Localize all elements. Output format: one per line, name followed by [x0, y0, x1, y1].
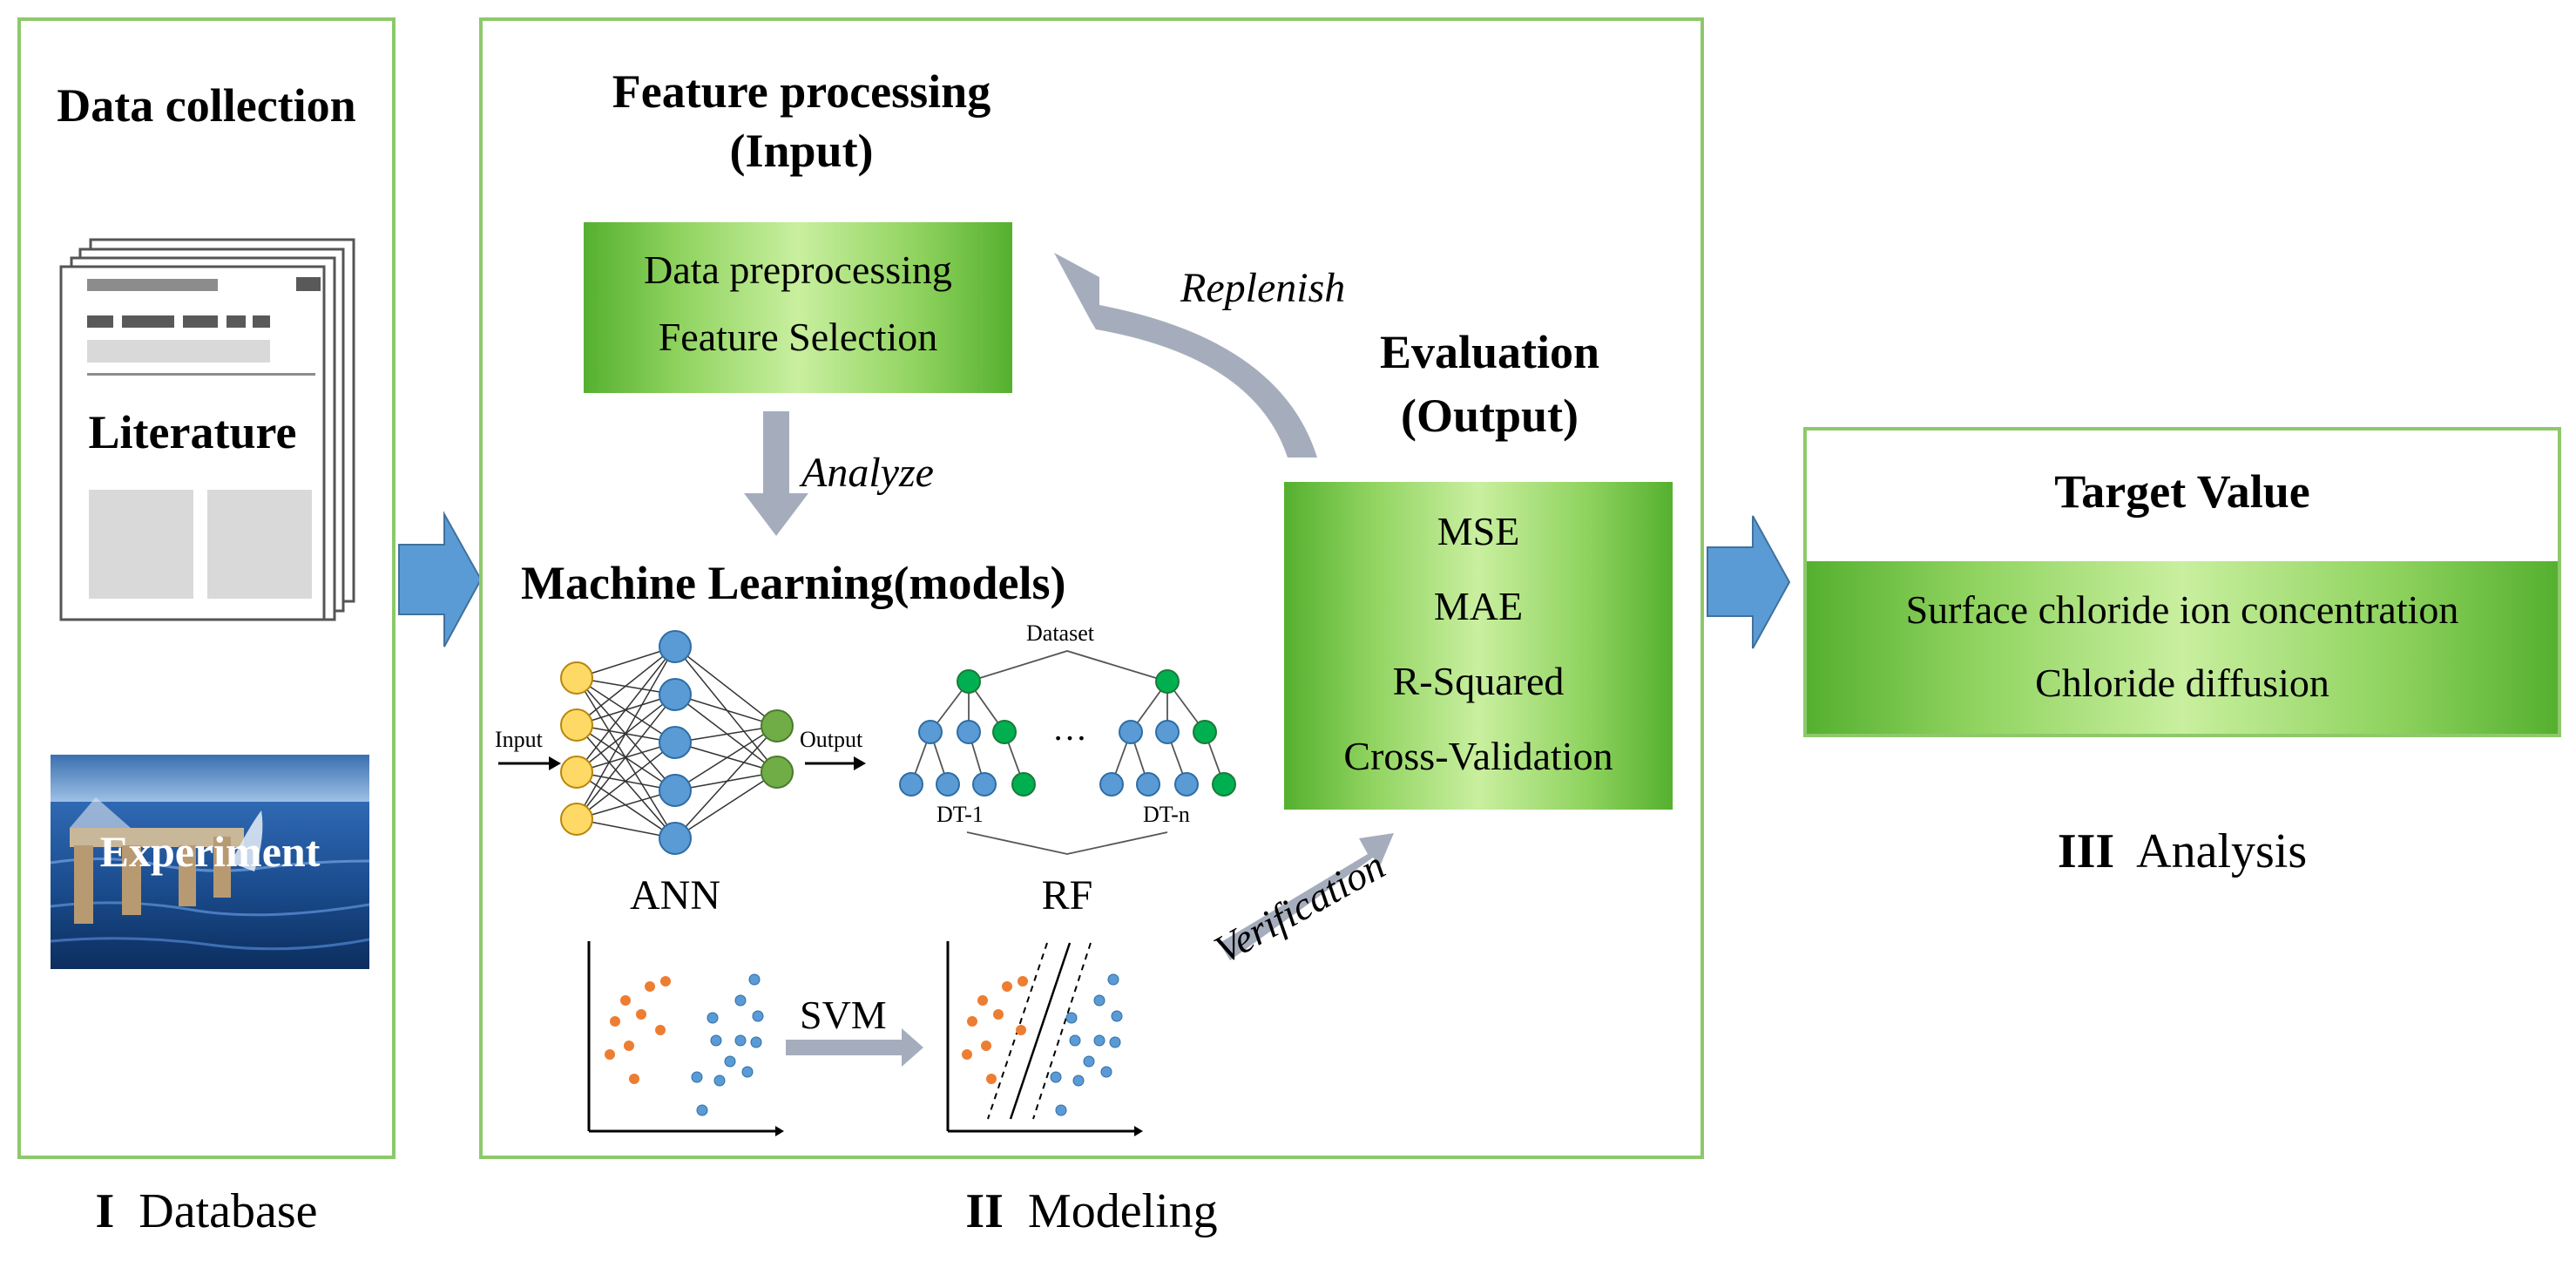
- ann-hidden-node: [659, 630, 692, 663]
- ann-edges-input-hidden: [576, 646, 676, 839]
- replenish-label: Replenish: [1180, 265, 1346, 311]
- rf-root-node: [1155, 669, 1180, 694]
- metric-r-squared: R-Squared: [1392, 659, 1565, 703]
- modeling-caption-numeral: II: [965, 1184, 1004, 1238]
- feature-heading-line2: (Input): [729, 124, 874, 177]
- ann-edges-hidden-output: [674, 646, 778, 839]
- target-line-surface-chloride: Surface chloride ion concentration: [1905, 587, 2459, 632]
- ann-output-label: Output: [800, 727, 863, 752]
- rf-node-blue: [957, 720, 981, 744]
- evaluation-heading: Evaluation (Output): [1281, 321, 1699, 448]
- ann-output-node: [761, 756, 794, 789]
- experiment-label: Experiment: [99, 827, 321, 876]
- evaluation-heading-line2: (Output): [1400, 389, 1579, 442]
- analyze-label: Analyze: [801, 450, 934, 496]
- rf-node-green: [992, 720, 1017, 744]
- rf-root-node: [957, 669, 981, 694]
- rf-leaf-blue: [1136, 772, 1160, 797]
- rf-ellipsis: …: [1052, 708, 1087, 748]
- ann-hidden-node: [659, 822, 692, 855]
- feature-heading-line1: Feature processing: [612, 65, 991, 118]
- rf-node-green: [1193, 720, 1217, 744]
- database-caption-numeral: I: [95, 1184, 115, 1238]
- target-value-box: Surface chloride ion concentration Chlor…: [1807, 561, 2558, 734]
- ann-output-node: [761, 709, 794, 742]
- svm-label: SVM: [800, 993, 887, 1037]
- rf-leaf-blue: [1174, 772, 1199, 797]
- machine-learning-heading: Machine Learning(models): [521, 557, 1066, 609]
- svm-plot-before: [587, 941, 775, 1133]
- rf-tree1-label: DT-1: [936, 802, 984, 827]
- rf-leaf-blue: [972, 772, 997, 797]
- literature-label: Literature: [88, 406, 297, 458]
- rf-leaf-green: [1011, 772, 1036, 797]
- analysis-caption-numeral: III: [2057, 824, 2115, 878]
- svm-plot-after: [946, 941, 1134, 1133]
- ann-hidden-node: [659, 726, 692, 759]
- rf-name: RF: [1041, 872, 1093, 919]
- database-caption-text: Database: [139, 1184, 318, 1238]
- modeling-caption-text: Modeling: [1027, 1184, 1218, 1238]
- rf-node-blue: [918, 720, 943, 744]
- preprocessing-line2: Feature Selection: [658, 315, 938, 359]
- rf-leaf-blue: [1099, 772, 1124, 797]
- preprocessing-line1: Data preprocessing: [644, 247, 952, 292]
- rf-leaf-green: [1212, 772, 1236, 797]
- database-caption: I Database: [17, 1183, 396, 1239]
- metric-mae: MAE: [1433, 584, 1524, 628]
- metric-mse: MSE: [1437, 509, 1520, 553]
- ann-hidden-node: [659, 774, 692, 807]
- rf-leaf-blue: [936, 772, 960, 797]
- analysis-caption: III Analysis: [1803, 824, 2561, 879]
- metric-cross-validation: Cross-Validation: [1343, 734, 1613, 778]
- ann-input-node: [560, 661, 593, 695]
- rf-node-blue: [1155, 720, 1180, 744]
- analysis-caption-text: Analysis: [2136, 824, 2308, 878]
- ann-input-node: [560, 708, 593, 742]
- ann-input-node: [560, 756, 593, 789]
- metrics-box: MSE MAE R-Squared Cross-Validation: [1284, 482, 1673, 810]
- ann-input-label: Input: [495, 727, 543, 752]
- ann-input-node: [560, 803, 593, 836]
- ann-name: ANN: [630, 872, 720, 919]
- data-collection-heading: Data collection: [57, 79, 356, 132]
- rf-leaf-blue: [899, 772, 923, 797]
- feature-processing-heading: Feature processing (Input): [558, 63, 1045, 180]
- target-line-chloride-diffusion: Chloride diffusion: [2035, 661, 2329, 705]
- rf-dataset-label: Dataset: [1026, 620, 1094, 646]
- ann-hidden-node: [659, 678, 692, 711]
- modeling-caption: II Modeling: [479, 1183, 1704, 1239]
- target-value-heading: Target Value: [2054, 465, 2310, 518]
- preprocessing-box: Data preprocessing Feature Selection: [584, 222, 1012, 393]
- evaluation-heading-line1: Evaluation: [1379, 326, 1600, 378]
- rf-treen-label: DT-n: [1143, 802, 1190, 827]
- rf-node-blue: [1119, 720, 1143, 744]
